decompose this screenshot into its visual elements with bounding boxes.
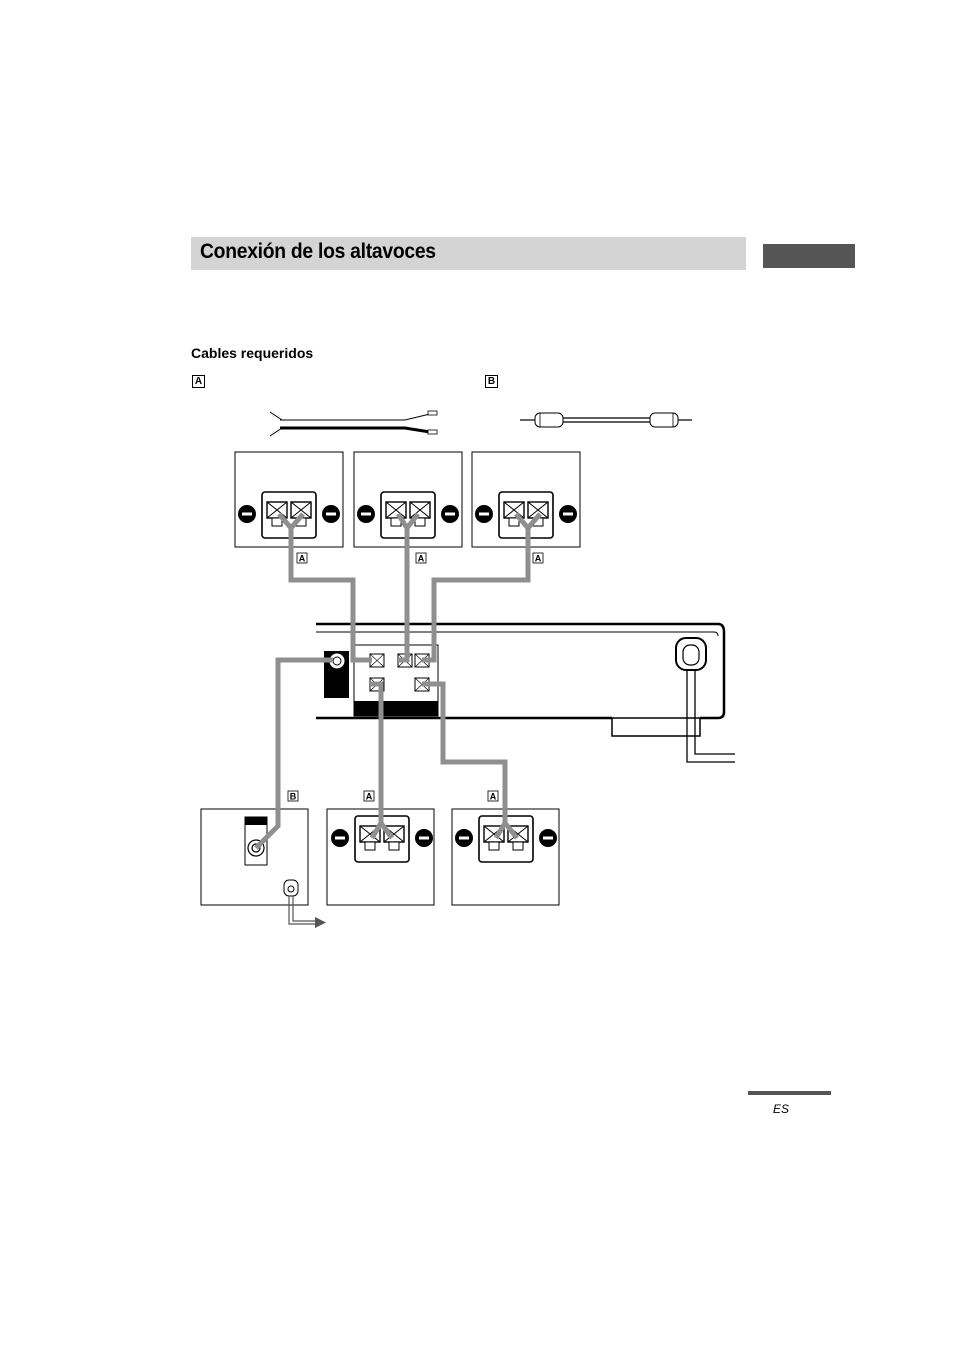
- page-title: Conexión de los altavoces: [200, 240, 436, 263]
- cable-b-marker: B: [485, 375, 498, 388]
- speaker-cord-icon: [269, 410, 438, 437]
- plug-arrow-icon: [288, 896, 326, 928]
- cable-a-tag: A: [299, 554, 306, 564]
- section-tab: [763, 244, 855, 268]
- cable-a-tag: A: [535, 554, 542, 564]
- subwoofer-icon: [200, 808, 309, 906]
- receiver-panel-icon: [316, 622, 735, 763]
- section-subheading: Cables requeridos: [191, 345, 314, 361]
- cable-a-tag: A: [366, 792, 373, 802]
- cable-a-tag: A: [490, 792, 497, 802]
- connection-cables: [254, 512, 542, 850]
- cable-a-tag: A: [418, 554, 425, 564]
- cable-a-marker: A: [192, 375, 205, 388]
- title-bar: Conexión de los altavoces: [191, 237, 746, 270]
- rca-cable-icon: [520, 412, 692, 428]
- footer-rule: [748, 1091, 831, 1095]
- cable-b-tag: B: [290, 792, 297, 802]
- footer-language-code: ES: [773, 1102, 790, 1116]
